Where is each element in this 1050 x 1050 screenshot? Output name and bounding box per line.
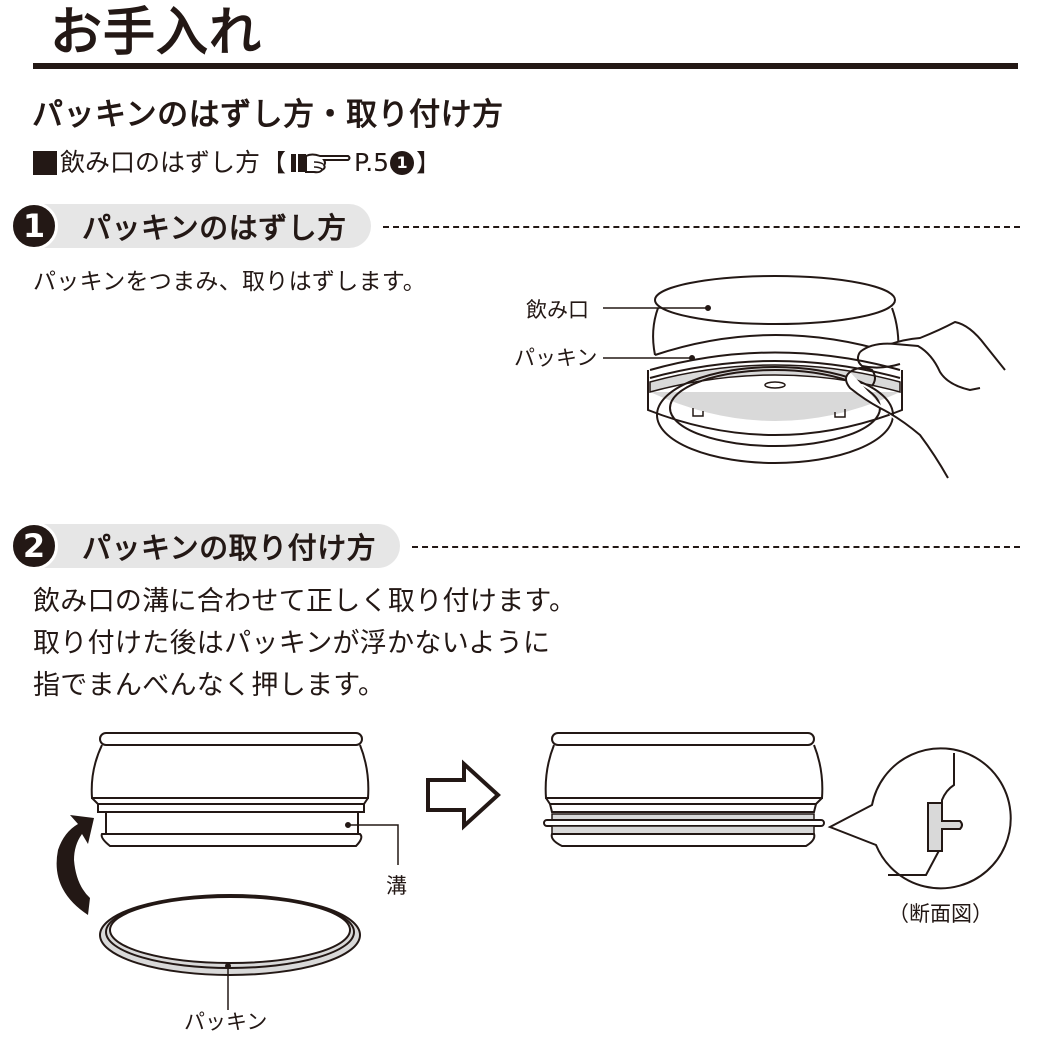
step-ref-badge: 1 (390, 151, 415, 175)
section-title: パッキンのはずし方・取り付け方 (32, 97, 504, 133)
groove-label: 溝 (386, 874, 407, 898)
reference-text: 飲み口のはずし方 (60, 148, 261, 177)
title-divider (33, 63, 1018, 69)
cross-section-label: （断面図） (888, 902, 993, 926)
reference-line: 飲み口のはずし方 【 P.5 1 】 (33, 145, 442, 181)
mouthpiece-and-gasket-drawing (56, 732, 399, 1010)
instruction-line: 取り付けた後はパッキンが浮かないように (33, 628, 551, 659)
gasket-label: パッキン (514, 346, 598, 370)
step-2-number-badge: 2 (10, 522, 58, 570)
instruction-line: 指でまんべんなく押します。 (33, 670, 386, 701)
page-reference: P.5 (354, 148, 390, 177)
gasket-label: パッキン (184, 1010, 268, 1034)
step-1-pill: 1 パッキンのはずし方 (10, 202, 371, 250)
step-2-pill: 2 パッキンの取り付け方 (10, 522, 401, 570)
mouthpiece-removal-drawing (603, 275, 1006, 479)
dashed-divider (382, 226, 1020, 228)
mouthpiece-label: 飲み口 (526, 298, 589, 322)
mouthpiece-with-gasket-drawing (543, 732, 825, 847)
instruction-line: 飲み口の溝に合わせて正しく取り付けます。 (33, 586, 577, 617)
pointing-hand-icon (290, 150, 352, 176)
step-2-instructions: 飲み口の溝に合わせて正しく取り付けます。 取り付けた後はパッキンが浮かないように… (33, 581, 576, 707)
cross-section-callout (827, 747, 1012, 890)
right-arrow-icon (426, 759, 501, 831)
step-1-number-badge: 1 (10, 202, 58, 250)
step-1-instruction: パッキンをつまみ、取りはずします。 (33, 269, 427, 295)
page-title: お手入れ (50, 3, 263, 63)
close-bracket: 】 (416, 149, 441, 177)
dashed-divider (412, 546, 1020, 548)
step-1-illustration: 飲み口 パッキン (500, 260, 1040, 490)
step-2-title: パッキンの取り付け方 (82, 531, 377, 565)
square-bullet-icon (33, 151, 57, 175)
step-2-before-illustration: 溝 パッキン (30, 720, 430, 1040)
step-1-heading: 1 パッキンのはずし方 (10, 202, 1020, 250)
step-2-after-illustration (540, 720, 840, 860)
step-2-heading: 2 パッキンの取り付け方 (10, 522, 1020, 570)
step-1-title: パッキンのはずし方 (82, 211, 347, 245)
open-bracket: 【 (262, 149, 287, 177)
